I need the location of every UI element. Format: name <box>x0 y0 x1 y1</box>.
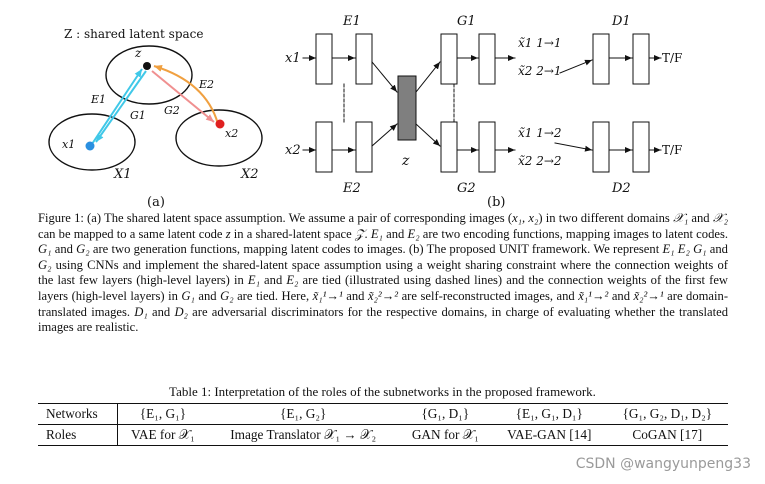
table-cell: VAE-GAN [14] <box>491 424 607 446</box>
input-x2: x2 <box>285 143 301 158</box>
output-x1-1to2: x̃1 1→2 <box>518 126 562 140</box>
encoder-1-layer-2 <box>355 33 373 85</box>
label-latent-z: z <box>401 153 410 169</box>
label-g2: G2 <box>164 104 180 117</box>
domain-1-ellipse <box>48 113 136 171</box>
table-title: Table 1: Interpretation of the roles of … <box>169 384 596 399</box>
roles-table: Networks {E₁, G₁} {E₁, G₂} {G₁, D₁} {E₁,… <box>38 403 728 446</box>
x2-point <box>215 119 225 129</box>
label-x2: x2 <box>225 127 238 140</box>
panel-b-label: (b) <box>487 195 505 210</box>
panel-a: Z : shared latent space z x1 x2 X1 X2 E1… <box>48 27 263 210</box>
output-x2-2to2: x̃2 2→2 <box>518 154 562 168</box>
input-x1: x1 <box>285 51 301 66</box>
e1-arrow <box>91 68 143 145</box>
label-g2-generator: G2 <box>457 181 476 196</box>
label-d2: D2 <box>611 181 631 196</box>
latent-point-z <box>143 62 151 70</box>
table-cell: Image Translator 𝒳₁ → 𝒳₂ <box>207 424 399 446</box>
e2-arrow <box>153 65 219 125</box>
shared-latent-space-title: Z : shared latent space <box>64 27 203 41</box>
output-tf-1: T/F <box>662 51 682 65</box>
domain-2-ellipse <box>175 109 263 167</box>
figure-1: Z : shared latent space z x1 x2 X1 X2 E1… <box>48 14 682 210</box>
table-cell: {E₁, G₂} <box>207 403 399 425</box>
generator-2-layer-1 <box>440 121 458 173</box>
discriminator-1-layer-1 <box>592 33 610 85</box>
table-cell: GAN for 𝒳₁ <box>398 424 492 446</box>
table-cell: VAE for 𝒳₁ <box>117 424 208 446</box>
table-cell: {E₁, G₁, D₁} <box>491 403 607 425</box>
label-z: z <box>134 46 142 60</box>
label-e2-encoder: E2 <box>342 181 361 196</box>
encoder-1-layer-1 <box>315 33 333 85</box>
discriminator-2-layer-2 <box>632 121 650 173</box>
output-x1-1to1: x̃1 1→1 <box>518 36 562 50</box>
x1-point <box>85 141 95 151</box>
label-domain-1: X1 <box>113 167 132 182</box>
g2-arrow <box>151 70 215 123</box>
label-domain-2: X2 <box>240 167 259 182</box>
table-cell: CoGAN [17] <box>606 424 728 446</box>
encoder-2-layer-2 <box>355 121 373 173</box>
generator-1-layer-2 <box>478 33 496 85</box>
label-g1: G1 <box>130 109 146 122</box>
discriminator-2-layer-1 <box>592 121 610 173</box>
label-e2: E2 <box>198 78 214 91</box>
output-x2-2to1: x̃2 2→1 <box>518 64 562 78</box>
latent-code-block <box>397 75 417 141</box>
label-d1: D1 <box>611 14 631 29</box>
csdn-watermark: CSDN @wangyunpeng33 <box>575 456 751 472</box>
table-row-networks: Networks {E₁, G₁} {E₁, G₂} {G₁, D₁} {E₁,… <box>38 403 728 425</box>
label-e1: E1 <box>90 93 106 106</box>
label-x1: x1 <box>62 138 75 151</box>
panel-b: x1 x2 E1 E2 z G1 G2 <box>285 14 682 210</box>
table-header-networks: Networks <box>38 403 119 425</box>
table-cell: {G₁, D₁} <box>398 403 492 425</box>
table-row-roles: Roles VAE for 𝒳₁ Image Translator 𝒳₁ → 𝒳… <box>38 424 728 446</box>
figure-caption: Figure 1: (a) The shared latent space as… <box>38 211 729 335</box>
label-g1-generator: G1 <box>457 14 476 29</box>
encoder-2-layer-1 <box>315 121 333 173</box>
generator-1-layer-1 <box>440 33 458 85</box>
table-header-roles: Roles <box>38 424 119 446</box>
generator-2-layer-2 <box>478 121 496 173</box>
label-e1-encoder: E1 <box>342 14 361 29</box>
table-cell: {G₁, G₂, D₁, D₂} <box>606 403 728 425</box>
table-cell: {E₁, G₁} <box>117 403 208 425</box>
panel-a-label: (a) <box>147 195 165 210</box>
discriminator-1-layer-2 <box>632 33 650 85</box>
latent-space-ellipse <box>105 45 193 105</box>
g1-arrow <box>95 70 147 143</box>
output-tf-2: T/F <box>662 143 682 157</box>
